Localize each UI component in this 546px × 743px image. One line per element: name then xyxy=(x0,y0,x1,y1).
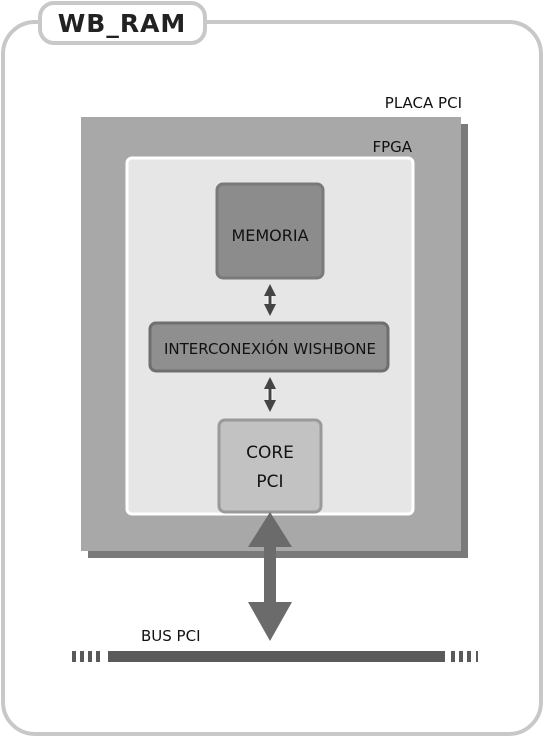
core-label-line1: CORE xyxy=(246,443,294,463)
title-tab xyxy=(38,1,207,45)
interconnect-label: INTERCONEXIÓN WISHBONE xyxy=(164,339,376,358)
core-bus-arrow-shape xyxy=(248,512,292,641)
core-bus-arrow xyxy=(248,512,292,641)
core-pci-block xyxy=(217,418,323,514)
memory-label: MEMORIA xyxy=(231,226,308,245)
interconnect-block xyxy=(148,321,390,373)
diagram-title: WB_RAM xyxy=(58,9,187,38)
bus-label: BUS PCI xyxy=(141,627,201,645)
board-label: PLACA PCI xyxy=(385,94,462,112)
memory-block xyxy=(215,182,325,280)
bus-pci-line xyxy=(72,651,478,662)
fpga-label: FPGA xyxy=(372,138,412,156)
core-label-line2: PCI xyxy=(256,472,283,492)
